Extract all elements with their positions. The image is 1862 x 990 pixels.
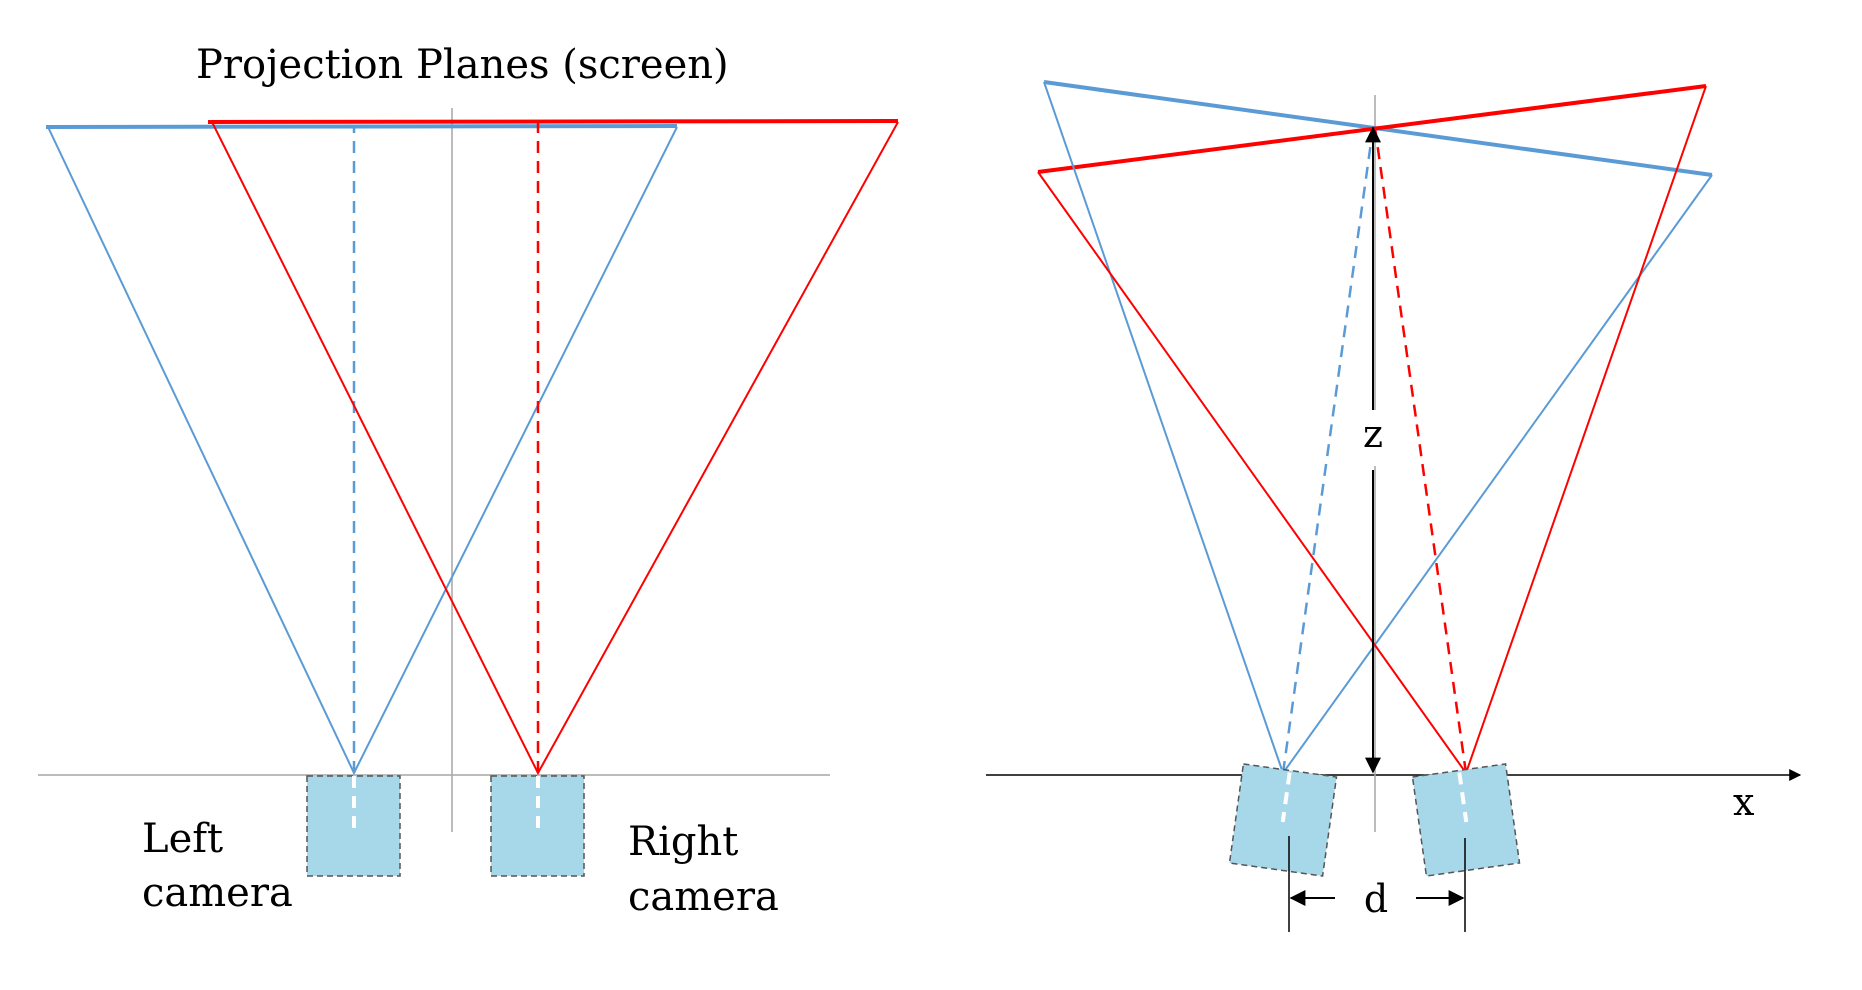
- left-projection-plane: [45, 124, 678, 129]
- z-label-background: [1354, 410, 1394, 466]
- right-camera-label-line1: Right: [628, 819, 738, 865]
- right-camera-label: Right camera: [628, 819, 779, 920]
- d-distance-label: d: [1364, 877, 1388, 921]
- left-toed-camera: [1228, 763, 1338, 877]
- x-axis-label: x: [1733, 780, 1754, 824]
- left-camera-label-line2: camera: [142, 870, 293, 916]
- left-camera-label: Left camera: [142, 816, 293, 916]
- left-toed-optical-axis: [1281, 127, 1375, 774]
- right-panel-converging-cameras: x z d: [986, 80, 1802, 932]
- projection-planes-title: Projection Planes (screen): [196, 42, 729, 88]
- right-camera-frustum: [211, 121, 899, 776]
- right-camera-label-line2: camera: [628, 874, 779, 920]
- left-camera-frustum: [47, 126, 678, 776]
- right-toed-camera-axis-stub: [1457, 772, 1469, 823]
- right-toed-optical-axis: [1373, 127, 1468, 774]
- right-projection-plane: [207, 119, 899, 124]
- left-toed-camera-axis-stub: [1280, 772, 1292, 823]
- right-toed-camera: [1411, 763, 1521, 877]
- left-camera-label-line1: Left: [142, 816, 223, 862]
- z-distance-label: z: [1363, 412, 1383, 456]
- left-panel-parallel-cameras: Projection Planes (screen) Left camera R…: [38, 42, 899, 920]
